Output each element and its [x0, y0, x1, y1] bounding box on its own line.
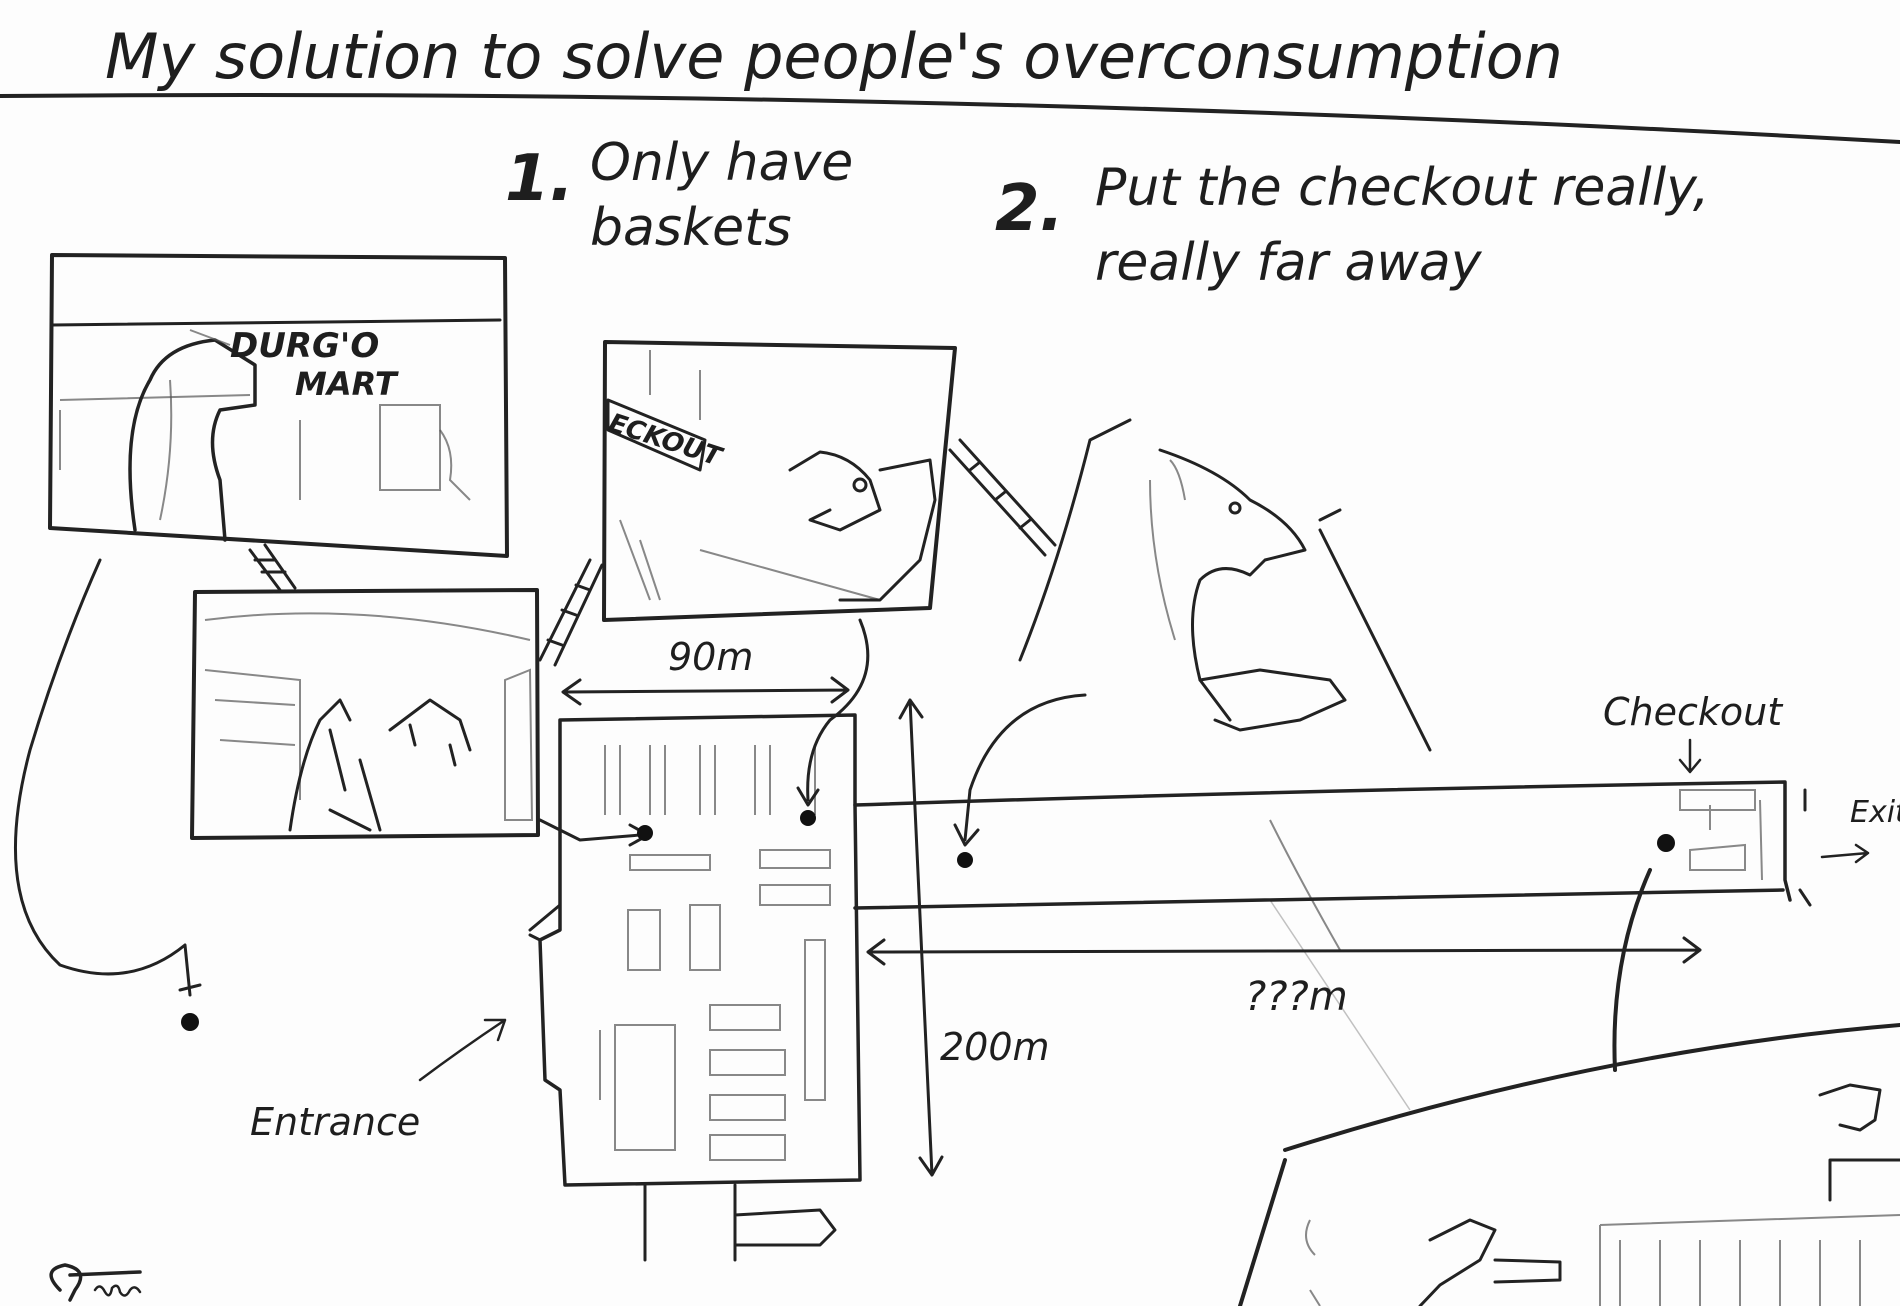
checkout-panel: ECKOUT — [602, 340, 957, 622]
corridor-dimension-arrow — [866, 936, 1702, 966]
marker-aisle-dot — [637, 825, 653, 841]
checkout-sign: ECKOUT — [605, 408, 727, 473]
connector-ladder-3 — [948, 438, 1057, 557]
store-floor-plan — [528, 713, 862, 1262]
checkout-counters — [1679, 789, 1763, 881]
aisle-panel — [190, 588, 540, 840]
storefront-panel: DURG'O MART — [48, 253, 509, 558]
exit-arrow — [1820, 843, 1870, 864]
exit-label: Exit — [1850, 795, 1900, 830]
marker-corridor-dot — [957, 852, 973, 868]
page-title: My solution to solve people's overconsum… — [105, 20, 1563, 93]
point-1-line2: baskets — [590, 198, 792, 258]
point-2-line2: really far away — [1095, 233, 1483, 293]
entrance-label: Entrance — [250, 1100, 420, 1144]
point-2-number: 2. — [995, 172, 1064, 246]
arrow-panel2-to-store — [538, 818, 650, 847]
marker-checkout-view-dot — [800, 810, 816, 826]
dragon-figure — [1018, 418, 1432, 1111]
point-1-line1: Only have — [590, 133, 853, 193]
arrow-panel1-to-entrance — [13, 558, 202, 997]
connector-ladder-1 — [248, 543, 297, 592]
store-sign-line2: MART — [295, 365, 399, 403]
artist-signature — [49, 1263, 142, 1302]
width-dimension-arrow — [561, 676, 850, 706]
bottom-right-panel — [1238, 1023, 1900, 1306]
marker-counter-dot — [1657, 834, 1675, 852]
checkout-label: Checkout — [1603, 690, 1784, 734]
title-underline — [0, 92, 1900, 144]
length-dimension-arrow — [898, 698, 944, 1177]
point-1-number: 1. — [505, 142, 574, 216]
checkout-pointer-arrow — [1678, 738, 1702, 774]
corridor — [853, 780, 1792, 910]
entrance-arrow — [418, 1018, 507, 1082]
width-label: 90m — [668, 635, 753, 679]
arrow-bottom-panel-to-checkout — [1612, 868, 1652, 1072]
store-sign-line1: DURG'O — [230, 326, 379, 366]
arrow-dragon-to-corridor — [953, 693, 1087, 847]
length-label: 200m — [940, 1025, 1050, 1069]
corridor-length-label: ???m — [1245, 974, 1348, 1020]
point-2-line1: Put the checkout really, — [1095, 158, 1709, 218]
connector-ladder-2 — [538, 558, 604, 667]
exit-door — [1798, 788, 1812, 907]
arrow-panel3-to-store — [796, 618, 870, 807]
marker-entrance-dot — [181, 1013, 199, 1031]
